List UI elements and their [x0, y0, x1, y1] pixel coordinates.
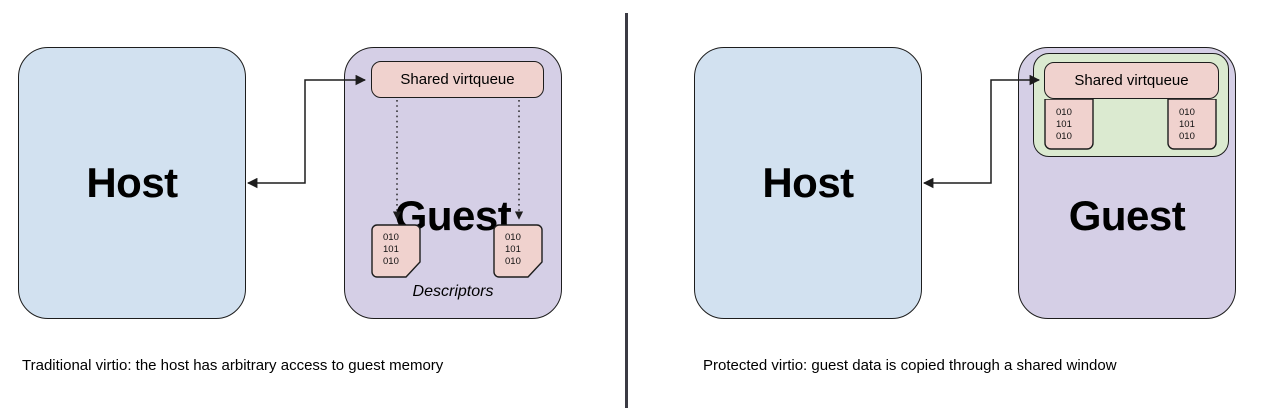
right-host-label: Host: [762, 159, 854, 206]
left-descriptors-caption: Descriptors: [412, 283, 494, 300]
left-descriptor-2[interactable]: 010 101 010: [493, 224, 545, 278]
right-descriptor-1-line-1: 010: [1056, 107, 1072, 118]
right-panel-caption: Protected virtio: guest data is copied t…: [703, 357, 1117, 374]
left-descriptor-1[interactable]: 010 101 010: [371, 224, 423, 278]
left-panel-caption: Traditional virtio: the host has arbitra…: [22, 357, 444, 374]
right-guest-label: Guest: [1068, 192, 1186, 239]
left-descriptor-2-line-2: 101: [505, 244, 521, 255]
right-descriptor-1[interactable]: 010 101 010: [1044, 99, 1096, 151]
left-shared-virtqueue-box[interactable]: Shared virtqueue: [371, 61, 544, 98]
right-descriptor-1-line-3: 010: [1056, 131, 1072, 142]
left-host-box[interactable]: Host: [18, 47, 246, 319]
left-descriptor-2-line-1: 010: [505, 232, 521, 243]
right-descriptor-2[interactable]: 010 101 010: [1167, 99, 1219, 151]
right-descriptor-2-line-3: 010: [1179, 131, 1195, 142]
right-host-box[interactable]: Host: [694, 47, 922, 319]
left-descriptor-1-line-1: 010: [383, 232, 399, 243]
left-host-label: Host: [86, 159, 178, 206]
left-descriptor-1-line-3: 010: [383, 256, 399, 267]
left-shared-virtqueue-label: Shared virtqueue: [400, 71, 515, 88]
left-descriptor-1-line-2: 101: [383, 244, 399, 255]
left-descriptor-2-line-3: 010: [505, 256, 521, 267]
right-descriptor-1-line-2: 101: [1056, 119, 1072, 130]
right-shared-virtqueue-label: Shared virtqueue: [1074, 72, 1189, 89]
right-descriptor-2-line-1: 010: [1179, 107, 1195, 118]
panel-divider: [625, 13, 628, 408]
right-descriptor-2-line-2: 101: [1179, 119, 1195, 130]
right-shared-virtqueue-box[interactable]: Shared virtqueue: [1044, 62, 1219, 99]
